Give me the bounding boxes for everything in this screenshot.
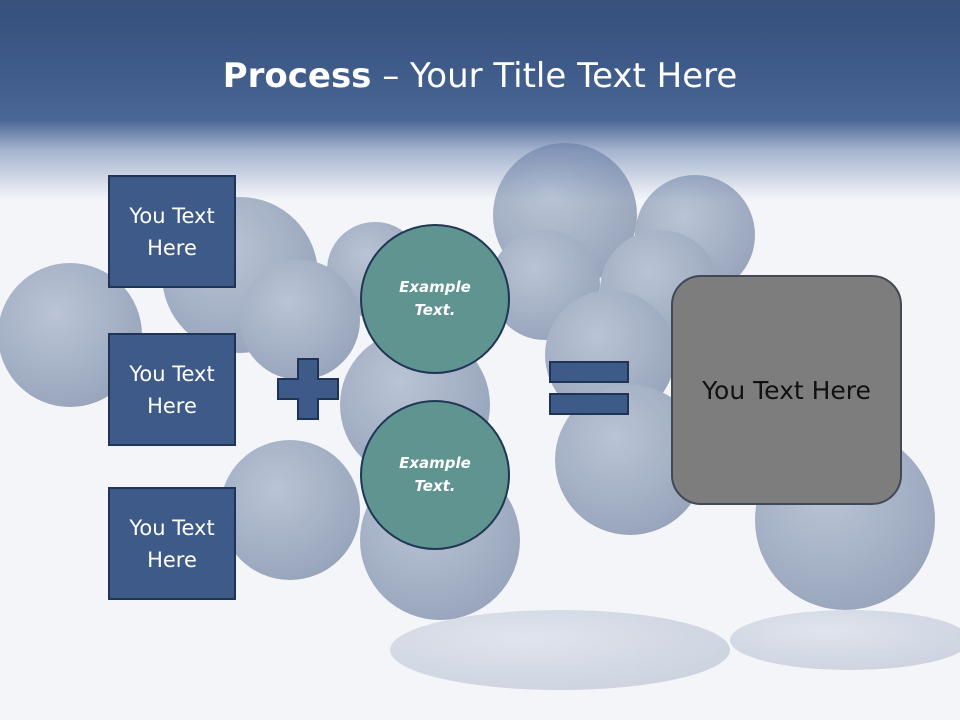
slide-title: Process – Your Title Text Here [0,52,960,100]
input-box-2-line2: Here [147,393,197,418]
example-circle-1-line2: Text. [414,301,456,319]
example-circle-1-line1: Example [399,278,471,296]
input-box-1-line2: Here [147,235,197,260]
result-label: You Text Here [702,375,871,405]
title-banner [0,0,960,200]
input-box-2-line1: You Text [129,361,215,386]
input-box-1-line1: You Text [129,203,215,228]
title-bold: Process [222,56,372,96]
example-circle-2-line2: Text. [414,477,456,495]
title-rest: – Your Title Text Here [371,56,738,96]
result-box: You Text Here [671,275,902,505]
plus-icon [277,358,339,420]
equals-icon [549,361,629,415]
input-box-3-line1: You Text [129,515,215,540]
example-circle-2-line1: Example [399,454,471,472]
input-box-3-line2: Here [147,547,197,572]
